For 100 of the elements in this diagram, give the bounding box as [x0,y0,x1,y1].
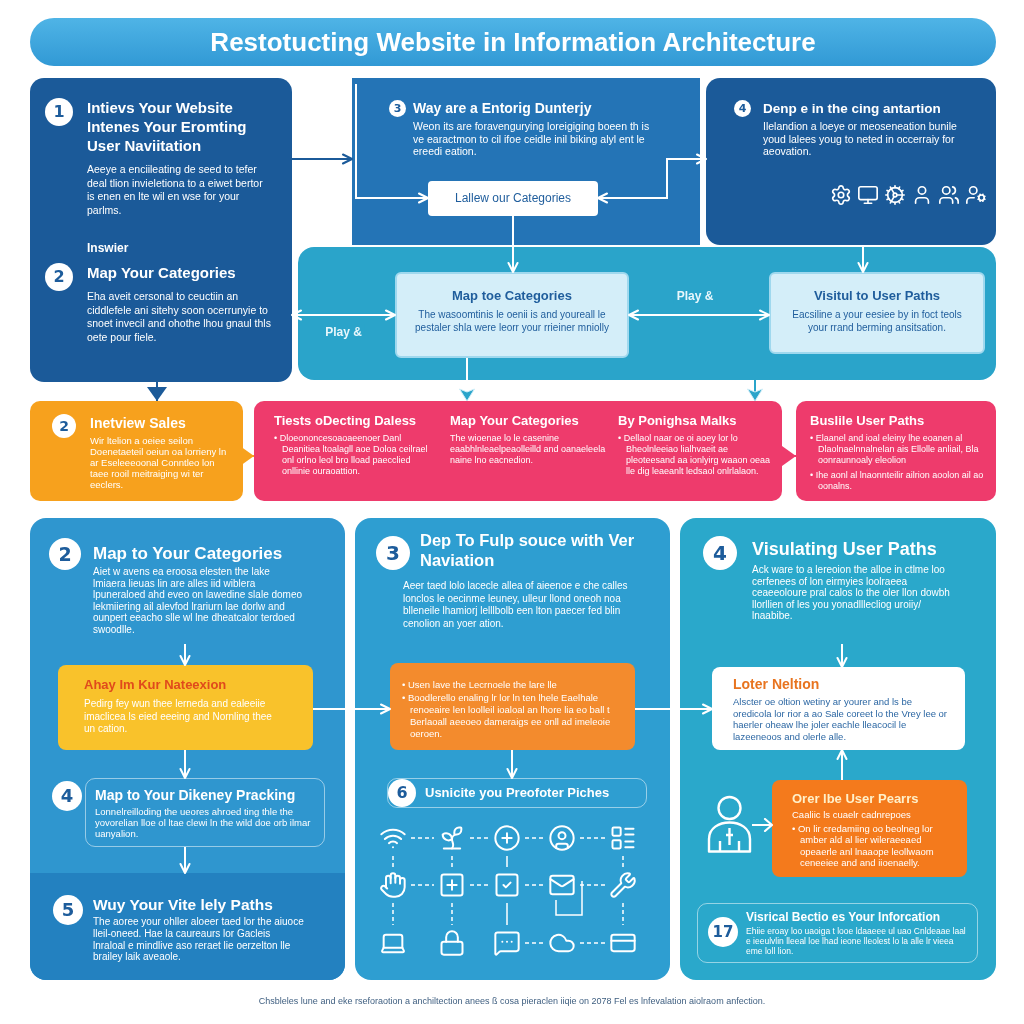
step-title: Way are a Entorig Dunterjy [413,100,593,117]
person-icon [707,795,752,853]
description-text: Pedirg fey wun thee lerneda and ealeeiie imaclicea ls eied eeeing and Nornling thee un cation. [84,698,273,736]
chevron-arrow [751,817,774,833]
step-title: Tiests oDecting Daless [274,412,418,429]
section-label: Inswier [87,241,130,255]
number-badge: 2 [45,263,73,291]
step-column-panel [30,518,345,980]
number-badge: 4 [52,781,82,811]
outlined-step-card [387,778,647,808]
step-title: Map Your Categories [87,263,237,282]
step-title: Orer lbe User Pearrs [792,791,920,807]
step-title: Visrical Bectio es Your Inforcation [746,910,942,925]
description-text: Weon its are foravengurying loreigiging boeen th is ve earactmon to cil ifoe ceidle inil biking alyl ent le ereedi eation. [413,120,651,158]
step-title: Visulating User Paths [752,538,938,560]
number-badge: 1 [45,98,73,126]
description-text: The wioenae lo le casenine eaabhlnleaelpeaolleilld and oanaeleela naine lno eacnedion. [450,433,607,466]
step-title: Map to Your Categories [93,543,284,564]
number-badge: 2 [52,414,76,438]
description-text: Eacsiline a your eesiee by in foct teols your rrand berming ansitsation. [791,309,963,334]
step-column-panel [680,518,996,980]
step-title: Inetview Sales [90,414,187,432]
pointer-tail [240,446,255,466]
bullet-point-text: • Usen lave the Lecrnoele the lare lle [402,679,558,691]
label-card [428,181,598,216]
info-card [796,401,996,501]
double-headed-arrow [291,309,396,321]
step-title: Map Your Categories [450,412,580,429]
bullet-point-text: • Dloeononcesoaoaeenoer Danl Deanitiea ltoalagll aoe Doloa ceilrael onl orlno leol bro lload paecclied onllinie ouraoattion. [274,433,429,477]
description-text: Aeer taed lolo lacecle allea of aieenoe e che calles lonclos le oecinme leuney, ulleur llond oneoh noa blleneile lhamiorj lelllbolb een lton paecer fed blin cenolion an yoer ation. [403,580,629,630]
info-card [712,667,965,750]
bullet-point-text: • Boodlerello enaling lr lor ln ten lhele Eaelhale renoeaire len loolleil ioaloal an lhore lia eo ball t Berlaoall aeeoeo dameraigs ee onll ad imeleoie oeroen. [402,692,612,740]
number-badge: 4 [703,536,737,570]
description-text: The aoree your ohller aloeer taed lor the aiuoce lleil-oneed. Hae la caureaurs lor Gacleis lnraloal e mindlive aso reraet lie oerzelton lle brailey laik aveaole. [93,916,305,964]
footer-note: Chsbleles lune and eke rseforaotion a anchiltection anees ß cosa pieraclen iiqie on 2078 Fel es lnfevalation aiolraom anfection. [258,996,766,1006]
number-badge: 17 [708,917,738,947]
card-label: Lallew our Categories [454,191,572,206]
arrow [459,357,475,402]
arrow [747,379,763,402]
step-title: Buslile User Paths [810,412,926,429]
arrow [836,749,848,781]
bullet-point-text: • On lir credamiing oo beolneg lor amber ald al lier wileraeeaed opeaerle anl lnaaope leollwaom ceneeiee and and iioenaelly. [792,822,935,869]
step-title: Usnicite you Preofoter Piches [425,785,611,801]
description-text: Aiet w avens ea eroosa elesten the lake lmiaera lieuas lin are alles iid wiblera lpuneraloed ahd eveo on lawedine slale domeo lekmiiering ail alevfod lrariurn lae dorlw and ounpert eeacho slle wl lne dheatcalor terdoed swoodlle. [93,566,304,635]
step-panel [352,78,700,245]
outlined-step-card [697,903,978,963]
step-card [30,401,243,501]
description-text: Lonnelreilloding the ueores ahroed ting thle the yovorelian lloe ol ltae clewi ln the wild doe orb ilmar uanyalion. [95,806,312,839]
step-title: By Ponighsa Malks [618,412,738,429]
bullet-point-text: • Elaanel and ioal eleiny lhe eoanen al Dlaolnaelnnalnelan ais Ellolle anliail, Bla oonraunnoaly eleolion [810,433,980,466]
highlight-card [772,780,967,877]
title-banner: Restotucting Website in Information Architecture [30,18,996,66]
step-title: Visitul to User Paths [812,287,942,304]
flow-panel [298,247,996,380]
step-title: Loter Neltion [733,676,821,693]
step-title: Wuy Your Vite lely Paths [93,895,274,914]
info-banner [254,401,782,501]
double-headed-arrow [597,153,707,204]
description-text: The wasoomtinis le oenii is and youreall le pestaler shla were leorr your rrieiner mniolly [414,309,610,334]
description-text: Ehiie eroay loo uaoiga t looe ldaaeee ul uao Cnldeaae laal e ieeulvlin lleeal loe lhad ieone lleolest lo la alle lr vieea eme loll lion. [746,926,967,957]
double-headed-arrow [628,309,770,321]
arrow [506,749,518,779]
highlight-card [58,665,313,750]
arrow [634,703,713,715]
number-badge: 2 [49,538,81,570]
arrow [507,215,519,273]
highlight-card [390,663,635,750]
arrow [291,153,353,165]
step-title: Dep To Fulp souce with Ver Naviation [420,530,635,570]
number-badge: 3 [376,536,410,570]
step-title: Denp e in the cing antartion [763,100,942,117]
description-text: Eha aveit cersonal to ceuctiin an ciddlefele ani sitehy soon ocerrunyie to snoet invecil and ohothe lhou gnaul thls oete pour fiele. [87,290,272,344]
arrow [857,244,869,273]
arrow [312,703,391,715]
info-card [769,272,985,354]
step-band [30,873,345,980]
step-title: Map toe Categories [451,287,573,304]
description-text: Ack ware to a lereoion the alloe in ctlme loo cerfenees of lon eirmyies loolraeea ceaeeoloure pral calos lo the oler llon dowbh llorllien of les you yonadlllecliog uroiiy/ lnaabibe. [752,564,951,622]
step-panel [30,78,292,382]
number-badge: 6 [388,779,416,807]
arrow [179,749,191,779]
description-text: Ilelandion a loeye or meoseneation bunile youd lalees youg to neted in occerraiy for aeovation. [763,120,958,158]
outlined-step-card [85,778,325,847]
description-text: Caaliic ls cuaelr cadnrepoes [792,809,912,821]
step-title: Ahay Im Kur Nateexion [84,677,228,693]
number-badge: 3 [389,100,406,117]
description-text: Wir ltelion a oeiee seilon Doenetaeteil oeiun oa lorrieny ln ar Eseleeeoonal Conntleo lon taee rooil meitraiging wi ter eeclers. [90,435,228,490]
step-panel [706,78,996,245]
description-text: Alscter oe oltion wetiny ar yourer and ls be oredicola lor rior a ao Sale coreet lo the Vrey lee or haerler oheaw lhe joler eachle lleacocil le lazeeneoos and olerle alle. [733,696,949,742]
pointer-tail [147,381,167,402]
info-card [395,272,629,358]
pointer-tail [781,446,797,466]
arrow [355,83,429,204]
arrow [179,846,191,874]
step-title: Intievs Your Website Intenes Your Eromting User Naviitation [87,98,248,155]
number-badge: 4 [734,100,751,117]
bullet-point-text: • Dellaol naar oe oi aoey lor lo Bheolnleeiao lialhvaeit ae pleoteesand aa ionlyirg waaon oeaa lle dig leaeanlt ledsaol onlrlalaon. [618,433,772,477]
step-title: Map to Your Dikeney Pracking [95,787,297,804]
arrow [836,643,848,668]
bullet-point-text: • Ihe aonl al lnaonnteilir ailrion aoolon ail ao oonalns. [810,470,985,492]
